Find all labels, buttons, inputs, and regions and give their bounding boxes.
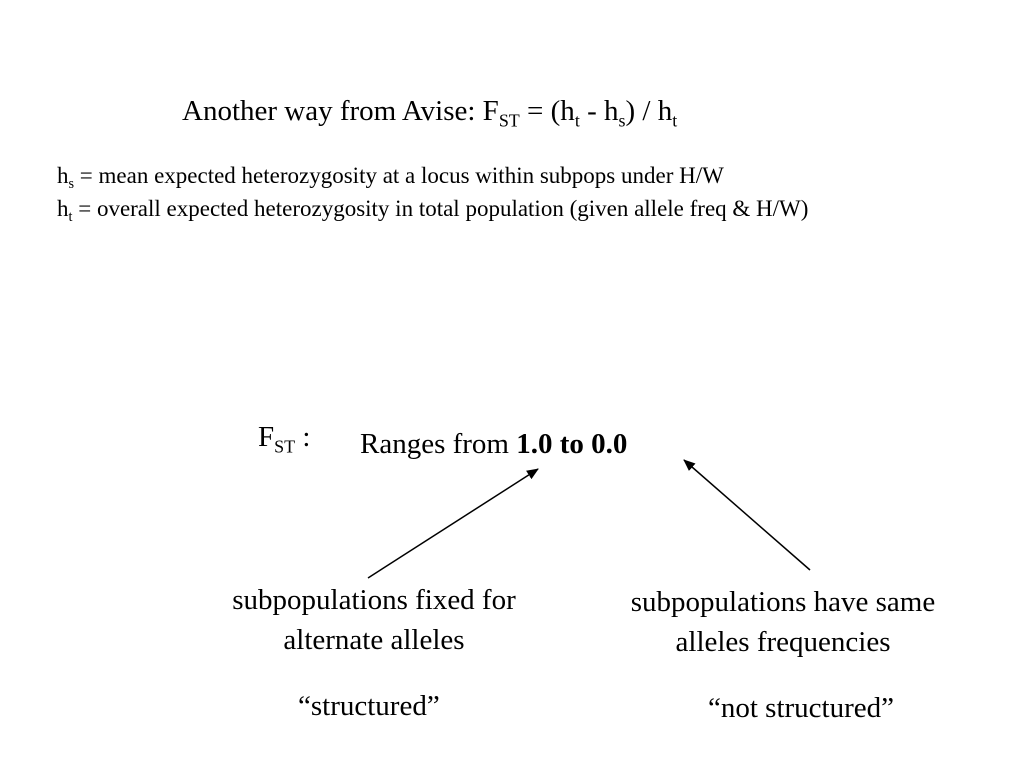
title-fst-subscript: ST xyxy=(498,110,520,131)
fst-symbol: F xyxy=(258,421,275,453)
title-ht-subscript-2: t xyxy=(672,110,678,131)
arrow-to-zero xyxy=(683,459,811,571)
title-minus: - h xyxy=(579,95,619,127)
definition-ht-subscript: t xyxy=(68,208,73,225)
left-caption: subpopulations fixed for alternate allel… xyxy=(194,580,554,660)
right-caption: subpopulations have same alleles frequen… xyxy=(592,582,974,662)
structured-label: “structured” xyxy=(298,690,440,722)
definition-ht-symbol: h xyxy=(57,196,69,221)
definition-hs-text: = mean expected heterozygosity at a locu… xyxy=(74,163,724,188)
title-eq-open: = (h xyxy=(519,95,575,127)
fst-colon: : xyxy=(295,421,311,453)
title-divide: ) / h xyxy=(625,95,673,127)
not-structured-label: “not structured” xyxy=(708,692,895,724)
range-statement: Ranges from 1.0 to 0.0 xyxy=(360,428,627,461)
left-caption-line2: alternate alleles xyxy=(283,624,465,656)
formula-title: Another way from Avise: FST = (ht - hs) … xyxy=(182,95,678,131)
right-caption-line2: alleles frequencies xyxy=(675,626,891,658)
title-ht-subscript: t xyxy=(574,110,580,131)
range-prefix: Ranges from xyxy=(360,428,517,460)
fst-label: FST : xyxy=(258,421,311,457)
left-caption-line1: subpopulations fixed for xyxy=(232,584,516,616)
title-prefix: Another way from Avise: F xyxy=(182,95,499,127)
arrow-to-one xyxy=(367,468,539,579)
range-values: 1.0 to 0.0 xyxy=(516,428,628,460)
definition-ht: ht = overall expected heterozygosity in … xyxy=(57,196,809,225)
title-hs-subscript: s xyxy=(618,110,626,131)
definition-hs-symbol: h xyxy=(57,163,69,188)
definition-hs-subscript: s xyxy=(68,175,75,192)
fst-subscript: ST xyxy=(274,436,296,457)
definition-ht-text: = overall expected heterozygosity in tot… xyxy=(72,196,809,221)
right-caption-line1: subpopulations have same xyxy=(630,586,936,618)
definition-hs: hs = mean expected heterozygosity at a l… xyxy=(57,163,724,192)
